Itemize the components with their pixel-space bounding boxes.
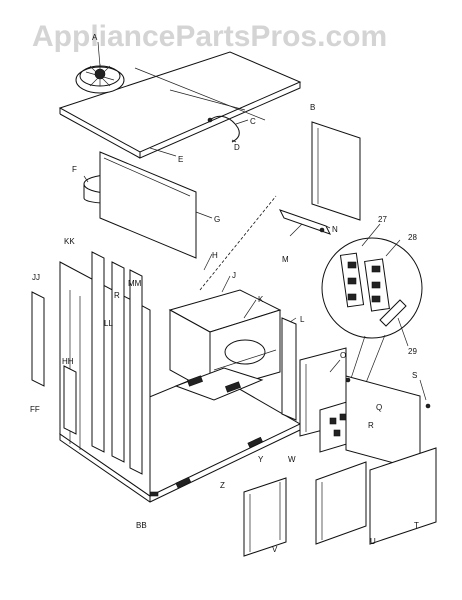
label-u: U [370, 537, 376, 546]
label-r-left: R [114, 291, 120, 300]
label-l: L [300, 315, 305, 324]
panel-hh-part[interactable] [63, 365, 77, 435]
label-z: Z [220, 481, 225, 490]
label-27: 27 [378, 215, 387, 224]
label-e: E [178, 155, 183, 164]
label-a: A [92, 33, 98, 42]
rear-panel-part[interactable] [311, 121, 361, 221]
side-panel-g-part[interactable] [99, 151, 197, 259]
label-k: K [258, 295, 264, 304]
label-bb: BB [136, 521, 147, 530]
label-b: B [310, 103, 315, 112]
lower-panel-u-part[interactable] [315, 461, 367, 545]
label-d: D [234, 143, 240, 152]
label-ff: FF [30, 405, 40, 414]
label-f: F [72, 165, 77, 174]
label-m: M [282, 255, 289, 264]
bracket-n-part[interactable] [279, 209, 331, 235]
label-q: Q [376, 403, 382, 412]
label-28: 28 [408, 233, 417, 242]
lower-panel-t-part[interactable] [369, 447, 437, 545]
top-panel-part[interactable] [58, 51, 302, 159]
panel-jj-part[interactable] [31, 291, 45, 387]
label-ll: LL [104, 319, 113, 328]
label-kk: KK [64, 237, 75, 246]
fan-assembly-part[interactable] [75, 64, 125, 94]
label-hh: HH [62, 357, 74, 366]
label-c: C [250, 117, 256, 126]
label-29: 29 [408, 347, 417, 356]
label-h: H [212, 251, 218, 260]
watermark-text: AppliancePartsPros.com [32, 20, 387, 53]
label-j: J [232, 271, 236, 280]
label-o: O [340, 351, 346, 360]
label-r: R [368, 421, 374, 430]
label-n: N [332, 225, 338, 234]
label-v: V [272, 545, 278, 554]
label-s: S [412, 371, 417, 380]
label-w: W [288, 455, 296, 464]
label-g: G [214, 215, 220, 224]
control-board-callout[interactable] [321, 237, 423, 419]
label-jj: JJ [32, 273, 40, 282]
leader-lines [83, 41, 427, 401]
wire-harness-part[interactable] [207, 115, 240, 143]
label-t: T [414, 521, 419, 530]
label-y: Y [258, 455, 264, 464]
main-cabinet-part[interactable] [58, 251, 302, 503]
lower-panel-v-part[interactable] [243, 477, 287, 557]
part-labels: A B C D E F G H J K L M N 27 28 29 O S Q… [30, 33, 419, 554]
label-mm: MM [128, 279, 142, 288]
